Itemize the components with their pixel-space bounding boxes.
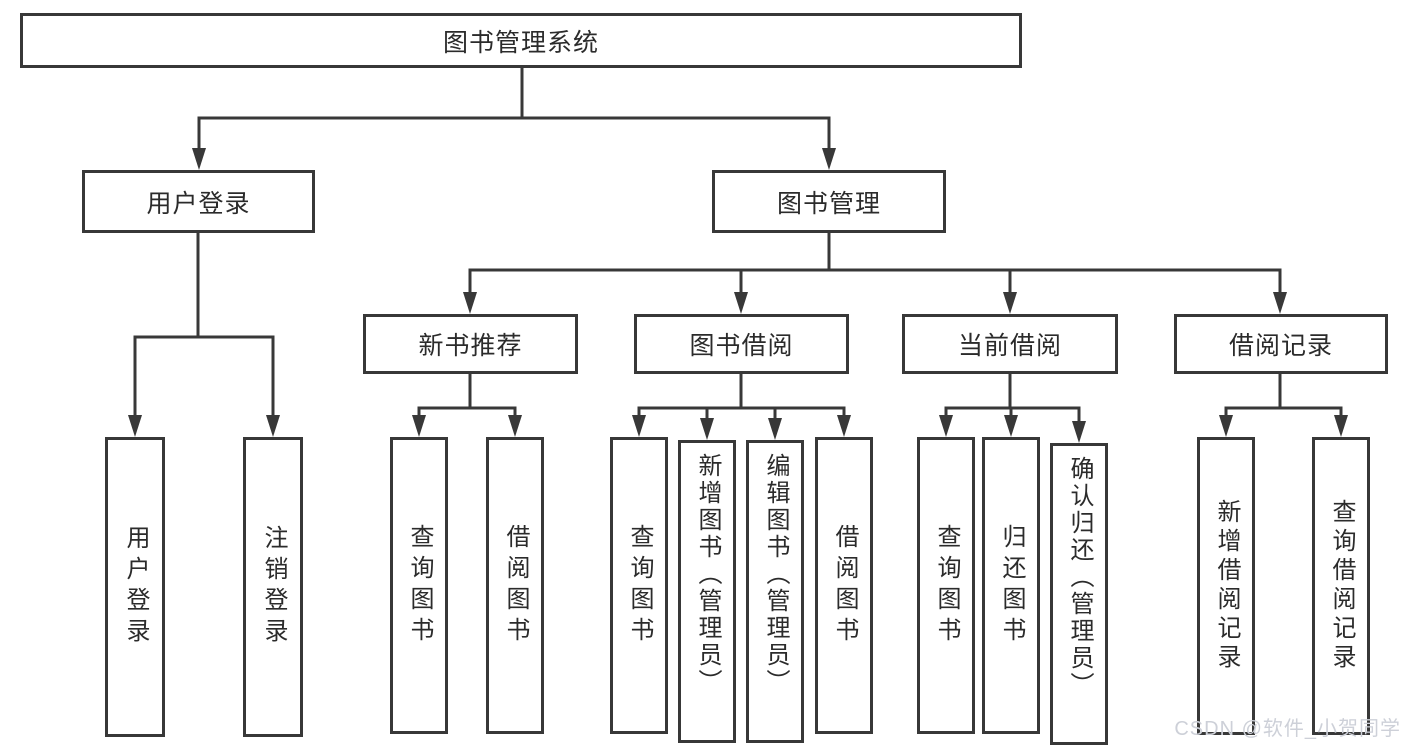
leaf-return-books: 归还图书 — [982, 437, 1040, 734]
node-label: 用户登录 — [146, 189, 251, 218]
leaf-confirm-return-admin: 确认归还（管理员） — [1050, 443, 1108, 745]
arrowhead-icon — [939, 415, 953, 437]
node-label: 当前借阅 — [957, 332, 1062, 360]
leaf-add-books-admin: 新增图书（管理员） — [678, 440, 736, 743]
leaf-label: 新增图书（管理员） — [694, 453, 721, 696]
arrowhead-icon — [1273, 292, 1287, 314]
leaf-logout: 注销登录 — [243, 437, 303, 737]
leaf-label: 归还图书 — [998, 523, 1025, 648]
leaf-label: 查询图书 — [406, 523, 433, 648]
arrowhead-icon — [700, 418, 714, 440]
arrowhead-icon — [463, 292, 477, 314]
arrowhead-icon — [1003, 292, 1017, 314]
leaf-label: 确认归还（管理员） — [1066, 456, 1093, 699]
arrowhead-icon — [1072, 421, 1086, 443]
arrowhead-icon — [1219, 415, 1233, 437]
leaf-label: 查询图书 — [626, 523, 653, 648]
arrowhead-icon — [822, 148, 836, 170]
arrowhead-icon — [837, 415, 851, 437]
leaf-query-books-recommend: 查询图书 — [390, 437, 448, 734]
arrowhead-icon — [734, 292, 748, 314]
node-borrowing-records: 借阅记录 — [1174, 314, 1388, 374]
node-book-borrowing: 图书借阅 — [634, 314, 849, 374]
leaf-query-books-current: 查询图书 — [917, 437, 975, 734]
arrowhead-icon — [768, 418, 782, 440]
arrowhead-icon — [412, 415, 426, 437]
arrowhead-icon — [1334, 415, 1348, 437]
leaf-query-borrow-record: 查询借阅记录 — [1312, 437, 1370, 735]
leaf-label: 借阅图书 — [502, 523, 529, 648]
node-label: 新书推荐 — [418, 332, 523, 360]
csdn-watermark: CSDN @软件_小贺同学 — [1174, 718, 1401, 740]
leaf-add-borrow-record: 新增借阅记录 — [1197, 437, 1255, 735]
leaf-borrow-books-borrowing: 借阅图书 — [815, 437, 873, 734]
leaf-query-books-borrowing: 查询图书 — [610, 437, 668, 734]
node-label: 图书管理 — [776, 189, 881, 218]
leaf-label: 编辑图书（管理员） — [762, 453, 789, 696]
node-user-login: 用户登录 — [82, 170, 315, 233]
leaf-user-login: 用户登录 — [105, 437, 165, 737]
node-book-management: 图书管理 — [712, 170, 946, 233]
node-new-book-recommend: 新书推荐 — [363, 314, 578, 374]
node-library-management-system: 图书管理系统 — [20, 13, 1022, 68]
connector-borrowing-records-children — [1219, 372, 1348, 437]
connector-user-login-children — [128, 231, 280, 437]
arrowhead-icon — [508, 415, 522, 437]
node-label: 图书借阅 — [689, 332, 794, 360]
leaf-edit-books-admin: 编辑图书（管理员） — [746, 440, 804, 743]
connector-root-to-level2 — [192, 66, 836, 170]
arrowhead-icon — [1004, 415, 1018, 437]
arrowhead-icon — [128, 415, 142, 437]
connector-new-book-recommend-children — [412, 372, 522, 437]
arrowhead-icon — [192, 148, 206, 170]
node-label: 图书管理系统 — [442, 28, 599, 57]
connector-book-borrowing-children — [632, 372, 851, 440]
leaf-label: 查询借阅记录 — [1328, 499, 1355, 673]
leaf-label: 用户登录 — [122, 525, 149, 649]
leaf-borrow-books-recommend: 借阅图书 — [486, 437, 544, 734]
node-current-borrowing: 当前借阅 — [902, 314, 1118, 374]
leaf-label: 新增借阅记录 — [1213, 499, 1240, 673]
leaf-label: 查询图书 — [933, 523, 960, 648]
connector-current-borrowing-children — [939, 372, 1086, 443]
leaf-label: 注销登录 — [260, 525, 287, 649]
leaf-label: 借阅图书 — [831, 523, 858, 648]
node-label: 借阅记录 — [1228, 332, 1333, 360]
arrowhead-icon — [266, 415, 280, 437]
connector-book-management-children — [463, 231, 1287, 314]
arrowhead-icon — [632, 415, 646, 437]
